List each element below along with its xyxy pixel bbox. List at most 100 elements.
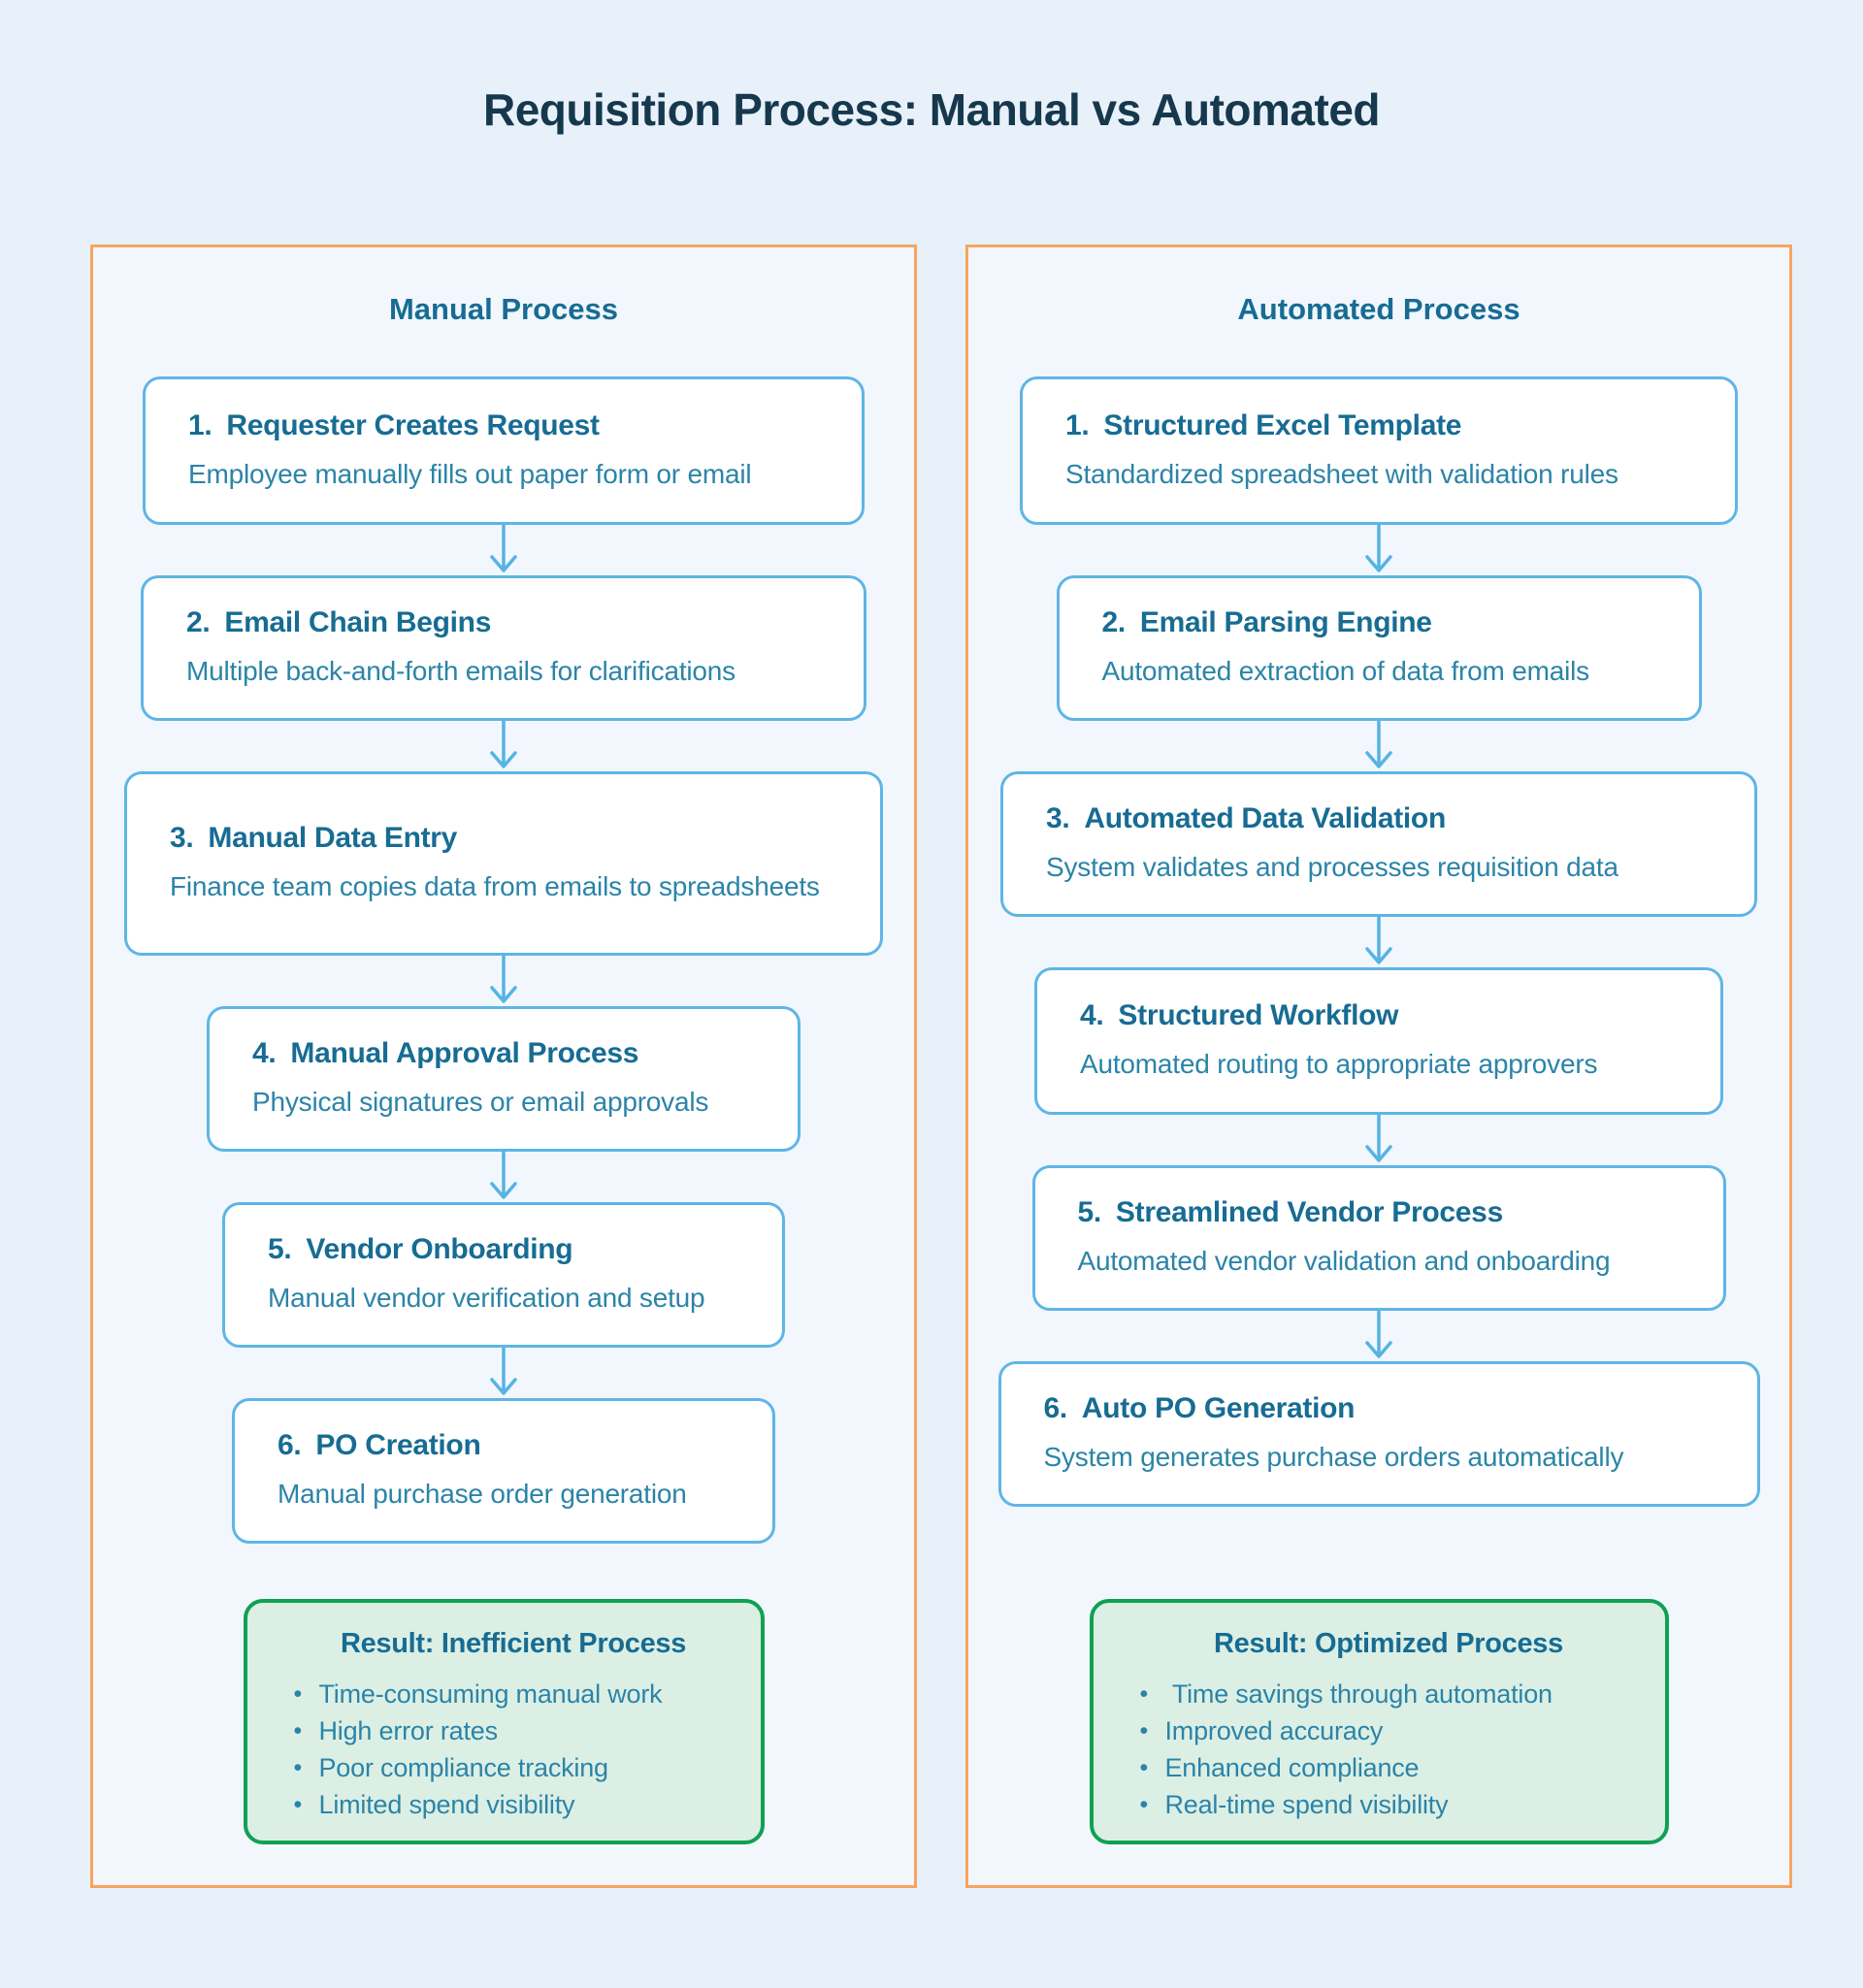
arrow-down-icon — [1365, 525, 1392, 572]
result-bullet-item: Time savings through automation — [1130, 1676, 1648, 1712]
step-description: Manual purchase order generation — [278, 1479, 687, 1510]
result-bullet-item: Poor compliance tracking — [284, 1749, 743, 1786]
arrow-down-icon — [1365, 721, 1392, 768]
step-number: 1. — [188, 408, 212, 441]
step-box-automated-6: 6. Auto PO Generation System generates p… — [997, 1361, 1760, 1507]
step-box-automated-2: 2. Email Parsing Engine Automated extrac… — [1056, 575, 1702, 721]
step-name: Structured Workflow — [1118, 999, 1399, 1032]
step-box-manual-5: 5. Vendor Onboarding Manual vendor verif… — [222, 1202, 785, 1348]
arrow-down-icon — [490, 956, 517, 1003]
step-name: Manual Data Entry — [208, 822, 458, 855]
step-description: Automated routing to appropriate approve… — [1080, 1049, 1598, 1080]
step-number: 4. — [1080, 999, 1104, 1032]
panel-header: Manual Process — [388, 292, 619, 326]
result-bullet-text: Improved accuracy — [1164, 1716, 1384, 1745]
panel-header: Automated Process — [1237, 292, 1520, 326]
result-bullet-item: High error rates — [284, 1712, 743, 1749]
step-name: Manual Approval Process — [290, 1037, 639, 1070]
flow-arrow-down — [488, 1152, 519, 1202]
step-number: 3. — [170, 822, 194, 855]
step-title: 5. Vendor Onboarding — [268, 1233, 755, 1266]
arrow-down-icon — [490, 525, 517, 572]
step-name: Requester Creates Request — [226, 408, 600, 441]
automated-process-panel: Automated Process 1. Structured Excel Te… — [965, 244, 1792, 1888]
step-title: 5. Streamlined Vendor Process — [1078, 1196, 1696, 1229]
step-name: Automated Data Validation — [1084, 802, 1446, 835]
result-box-optimized: Result: Optimized Process Time savings t… — [1089, 1599, 1669, 1844]
step-number: 2. — [186, 606, 211, 639]
result-bullet-text: Real-time spend visibility — [1164, 1790, 1449, 1819]
step-box-automated-4: 4. Structured Workflow Automated routing… — [1034, 967, 1723, 1115]
step-box-manual-1: 1. Requester Creates Request Employee ma… — [143, 376, 865, 525]
step-number: 6. — [1043, 1392, 1068, 1425]
step-name: PO Creation — [315, 1429, 481, 1462]
page-title: Requisition Process: Manual vs Automated — [482, 84, 1381, 135]
step-number: 1. — [1065, 408, 1090, 441]
flow-arrow-down — [488, 1348, 519, 1398]
step-title: 4. Manual Approval Process — [252, 1037, 770, 1070]
step-title: 3. Automated Data Validation — [1046, 802, 1727, 835]
result-bullet-text: Time-consuming manual work — [318, 1679, 663, 1709]
arrow-down-icon — [1365, 1311, 1392, 1358]
process-flow: 1. Structured Excel Template Standardize… — [968, 376, 1789, 1844]
step-number: 3. — [1046, 802, 1070, 835]
step-description: Automated vendor validation and onboardi… — [1077, 1246, 1611, 1277]
step-box-manual-3: 3. Manual Data Entry Finance team copies… — [124, 771, 883, 956]
step-title: 1. Structured Excel Template — [1065, 409, 1708, 442]
flow-arrow-down — [488, 721, 519, 771]
arrow-down-icon — [490, 1348, 517, 1395]
step-box-automated-5: 5. Streamlined Vendor Process Automated … — [1031, 1165, 1726, 1311]
step-box-automated-3: 3. Automated Data Validation System vali… — [1000, 771, 1757, 917]
result-bullet-item: Limited spend visibility — [284, 1786, 743, 1823]
step-name: Auto PO Generation — [1081, 1392, 1356, 1425]
step-box-manual-2: 2. Email Chain Begins Multiple back-and-… — [141, 575, 866, 721]
step-name: Streamlined Vendor Process — [1115, 1196, 1503, 1229]
result-title: Result: Inefficient Process — [340, 1628, 687, 1659]
flow-arrow-down — [488, 525, 519, 575]
step-title: 2. Email Chain Begins — [186, 606, 836, 639]
flow-arrow-down — [1363, 917, 1394, 967]
step-box-manual-6: 6. PO Creation Manual purchase order gen… — [232, 1398, 775, 1544]
result-list: Time savings through automationImproved … — [1130, 1676, 1648, 1823]
step-description: Multiple back-and-forth emails for clari… — [186, 656, 735, 687]
step-description: Automated extraction of data from emails — [1101, 656, 1590, 687]
step-description: Standardized spreadsheet with validation… — [1065, 458, 1618, 489]
step-name: Email Parsing Engine — [1139, 606, 1432, 639]
step-number: 5. — [1077, 1196, 1102, 1229]
result-bullet-text: Limited spend visibility — [318, 1790, 575, 1819]
arrow-down-icon — [490, 1152, 517, 1199]
arrow-down-icon — [1365, 917, 1392, 964]
step-description: System generates purchase orders automat… — [1043, 1442, 1624, 1473]
step-title: 4. Structured Workflow — [1080, 999, 1693, 1032]
result-bullet-item: Enhanced compliance — [1130, 1749, 1648, 1786]
step-title: 3. Manual Data Entry — [170, 822, 853, 855]
step-name: Vendor Onboarding — [306, 1233, 573, 1266]
step-description: Manual vendor verification and setup — [268, 1283, 705, 1314]
flow-arrow-down — [1363, 1311, 1394, 1361]
step-number: 5. — [268, 1233, 292, 1266]
result-bullet-item: Improved accuracy — [1130, 1712, 1648, 1749]
result-bullet-text: Poor compliance tracking — [318, 1753, 609, 1782]
result-bullet-item: Time-consuming manual work — [284, 1676, 743, 1712]
step-number: 4. — [252, 1037, 277, 1070]
step-description: System validates and processes requisiti… — [1046, 852, 1618, 883]
step-title: 6. Auto PO Generation — [1044, 1392, 1730, 1425]
flow-arrow-down — [1363, 525, 1394, 575]
step-title: 1. Requester Creates Request — [188, 409, 834, 442]
step-box-automated-1: 1. Structured Excel Template Standardize… — [1020, 376, 1738, 525]
step-description: Physical signatures or email approvals — [252, 1087, 709, 1118]
flow-arrow-down — [1363, 1115, 1394, 1165]
flow-arrow-down — [1363, 721, 1394, 771]
step-title: 2. Email Parsing Engine — [1102, 606, 1672, 639]
result-bullet-item: Real-time spend visibility — [1130, 1786, 1648, 1823]
step-description: Finance team copies data from emails to … — [170, 871, 820, 902]
step-description: Employee manually fills out paper form o… — [188, 458, 752, 489]
result-bullet-text: Time savings through automation — [1164, 1679, 1552, 1709]
result-bullet-text: High error rates — [318, 1716, 499, 1745]
step-name: Structured Excel Template — [1103, 408, 1462, 441]
step-box-manual-4: 4. Manual Approval Process Physical sign… — [207, 1006, 801, 1152]
arrow-down-icon — [1365, 1115, 1392, 1162]
result-list: Time-consuming manual workHigh error rat… — [284, 1676, 743, 1823]
manual-process-panel: Manual Process 1. Requester Creates Requ… — [90, 244, 917, 1888]
step-number: 2. — [1101, 606, 1127, 639]
